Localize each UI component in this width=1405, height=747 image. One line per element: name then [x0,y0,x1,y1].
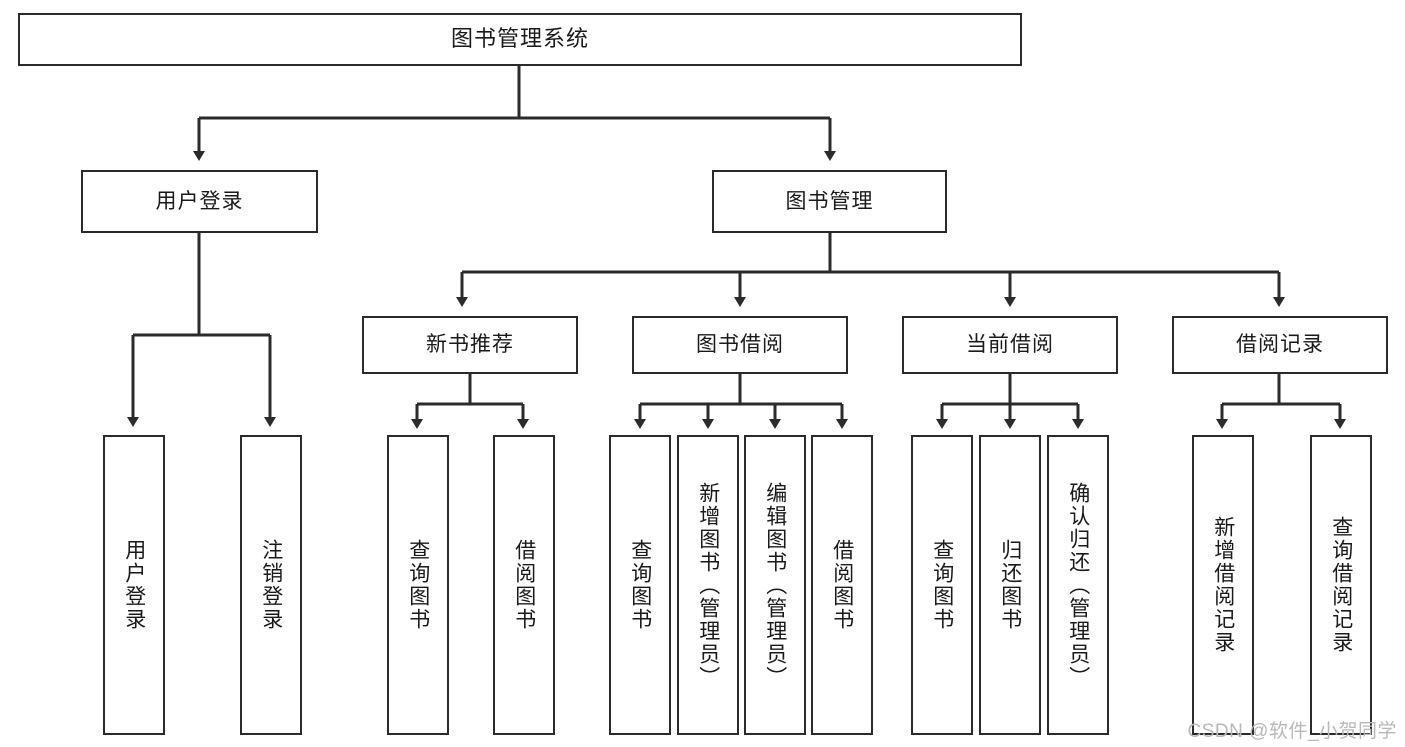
leaf-edit-book[interactable]: 编辑图书（管理员） [744,435,806,735]
leaf-query-book-3[interactable]: 查询图书 [911,435,973,735]
leaf-query-book-1-label: 查询图书 [406,539,430,631]
leaf-user-login[interactable]: 用户登录 [103,435,165,735]
leaf-query-record-label: 查询借阅记录 [1329,516,1353,654]
leaf-query-book-2[interactable]: 查询图书 [609,435,671,735]
leaf-borrow-book-2-label: 借阅图书 [830,539,854,631]
node-borrow-record[interactable]: 借阅记录 [1172,316,1388,374]
leaf-borrow-book-2[interactable]: 借阅图书 [811,435,873,735]
leaf-confirm-return-label: 确认归还（管理员） [1066,481,1090,689]
leaf-user-logout-label: 注销登录 [259,539,283,631]
node-new-book-recommend[interactable]: 新书推荐 [362,316,578,374]
node-root-book-management-system[interactable]: 图书管理系统 [18,13,1022,66]
leaf-query-book-3-label: 查询图书 [930,539,954,631]
leaf-return-book-label: 归还图书 [998,539,1022,631]
node-book-borrow[interactable]: 图书借阅 [632,316,848,374]
leaf-edit-book-label: 编辑图书（管理员） [763,481,787,689]
node-current-borrow[interactable]: 当前借阅 [902,316,1118,374]
leaf-borrow-book-1-label: 借阅图书 [512,539,536,631]
leaf-query-book-1[interactable]: 查询图书 [387,435,449,735]
leaf-add-record[interactable]: 新增借阅记录 [1192,435,1254,735]
leaf-confirm-return[interactable]: 确认归还（管理员） [1047,435,1109,735]
csdn-watermark: CSDN @软件_小贺同学 [1187,721,1397,742]
leaf-query-book-2-label: 查询图书 [628,539,652,631]
leaf-add-book-label: 新增图书（管理员） [696,481,720,689]
leaf-borrow-book-1[interactable]: 借阅图书 [493,435,555,735]
leaf-add-book[interactable]: 新增图书（管理员） [677,435,739,735]
leaf-query-record[interactable]: 查询借阅记录 [1310,435,1372,735]
leaf-user-logout[interactable]: 注销登录 [240,435,302,735]
leaf-user-login-label: 用户登录 [122,539,146,631]
node-book-management[interactable]: 图书管理 [712,170,947,233]
leaf-return-book[interactable]: 归还图书 [979,435,1041,735]
node-user-login[interactable]: 用户登录 [81,170,318,233]
leaf-add-record-label: 新增借阅记录 [1211,516,1235,654]
